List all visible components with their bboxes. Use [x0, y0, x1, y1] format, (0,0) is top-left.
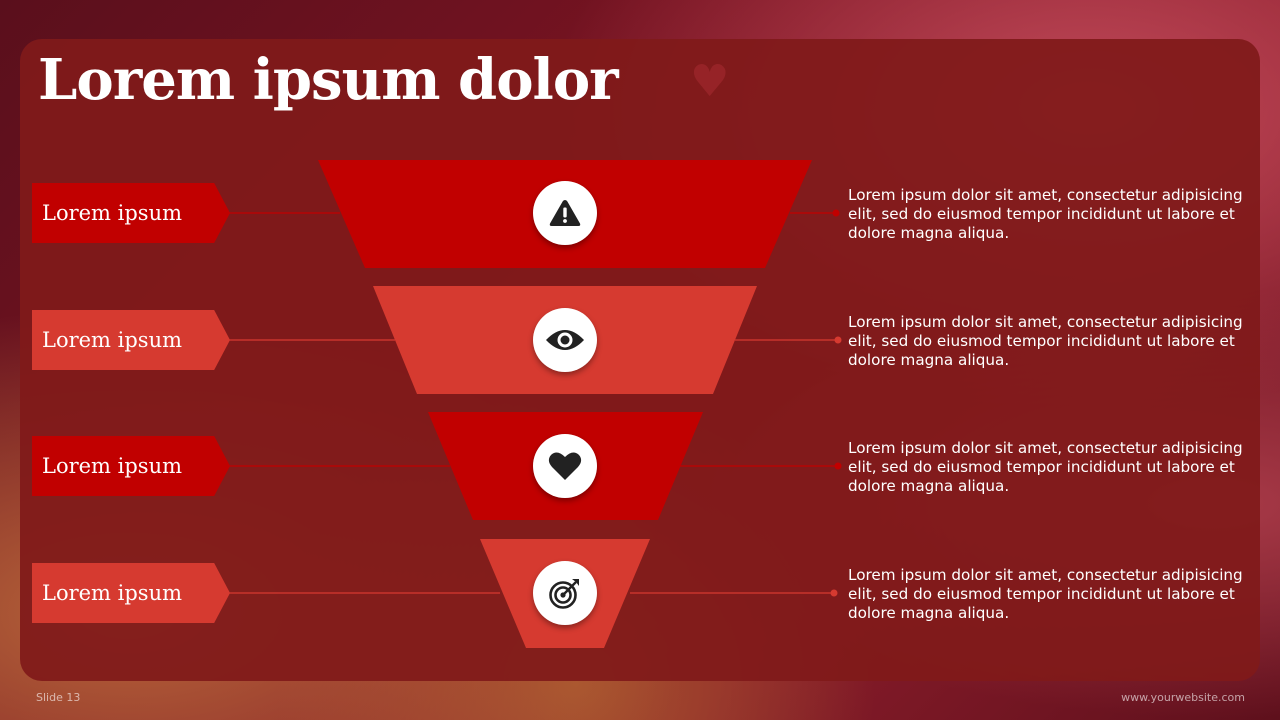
connector-dot-3 [834, 462, 842, 470]
connector-dot-4 [830, 589, 838, 597]
stage-1-icon-circle [533, 181, 597, 245]
stage-4-icon-circle [533, 561, 597, 625]
stage-2-icon-circle [533, 308, 597, 372]
connector-dot-2 [834, 336, 842, 344]
stage-3-description: Lorem ipsum dolor sit amet, consectetur … [848, 439, 1243, 495]
target-icon [549, 579, 579, 609]
eye-icon [546, 330, 584, 350]
stage-4-description: Lorem ipsum dolor sit amet, consectetur … [848, 566, 1243, 622]
heart-icon [548, 452, 582, 480]
slide-title: Lorem ipsum dolor [38, 47, 619, 113]
stage-1-label: Lorem ipsum [32, 183, 230, 243]
stage-2-label: Lorem ipsum [32, 310, 230, 370]
stage-4-label: Lorem ipsum [32, 563, 230, 623]
stage-3-icon-circle [533, 434, 597, 498]
stage-1-description: Lorem ipsum dolor sit amet, consectetur … [848, 186, 1243, 242]
connector-dot-1 [832, 209, 840, 217]
website-link[interactable]: www.yourwebsite.com [1121, 691, 1245, 704]
heart-decoration-icon: ♥ [690, 56, 730, 107]
warning-icon [549, 200, 581, 226]
stage-3-label: Lorem ipsum [32, 436, 230, 496]
stage-2-description: Lorem ipsum dolor sit amet, consectetur … [848, 313, 1243, 369]
slide-number: Slide 13 [36, 691, 81, 704]
